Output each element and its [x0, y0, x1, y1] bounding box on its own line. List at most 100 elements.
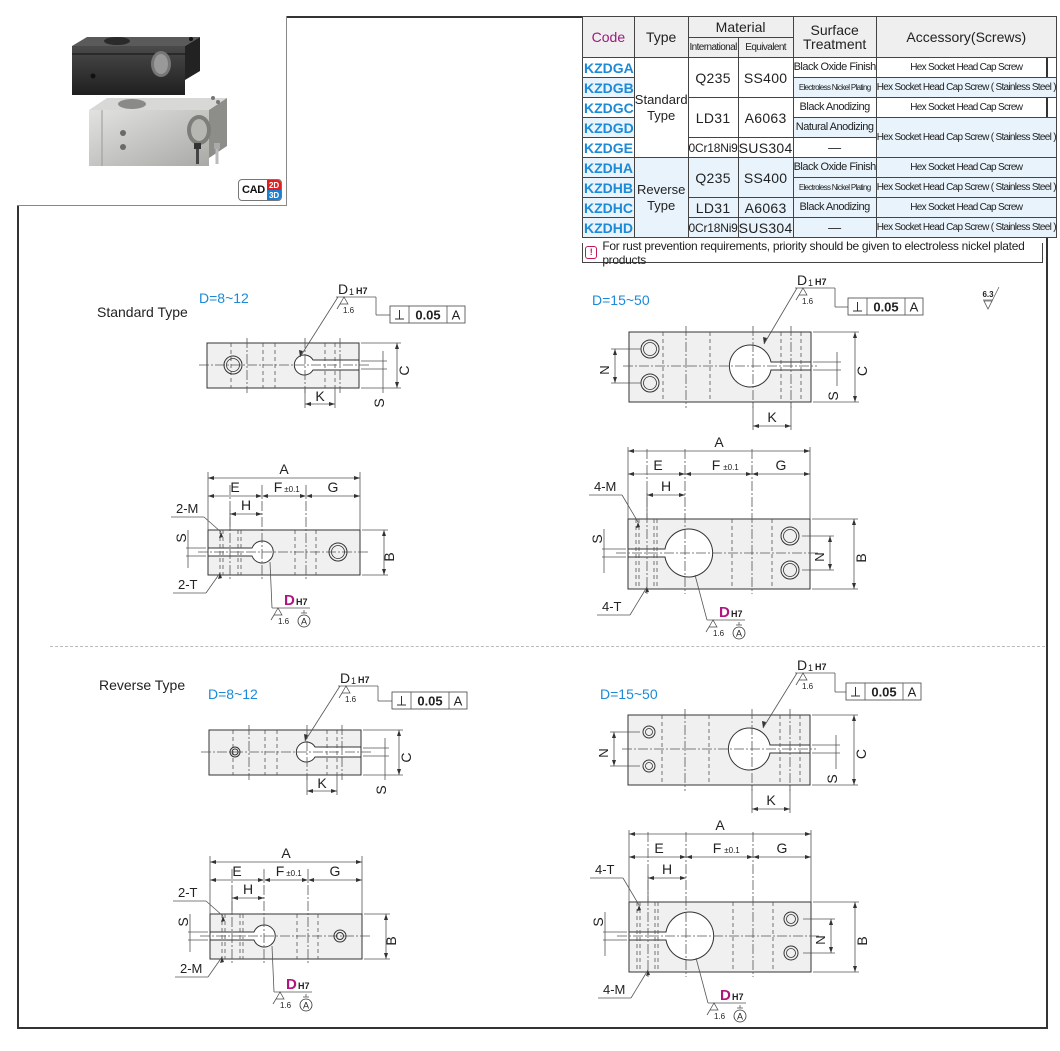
accessory-cell: Hex Socket Head Cap Screw ( Stainless St…: [875, 177, 1057, 198]
table-row: KZDHA Reverse Type Q235 SS400 Black Oxid…: [582, 157, 1057, 238]
bolt-hole-inner: [226, 358, 240, 372]
note-label: 2-M: [176, 501, 198, 516]
code-cell[interactable]: KZDHC: [582, 197, 635, 218]
d1-subscript: 1: [808, 663, 813, 673]
note-label: 2-T: [178, 885, 198, 900]
header-accessory: Accessory(Screws): [875, 16, 1057, 58]
surface-cell: Black Oxide Finish: [792, 57, 877, 78]
tolerance-datum: A: [452, 308, 461, 323]
code-cell[interactable]: KZDHB: [582, 177, 635, 198]
note-label: 4-M: [594, 479, 616, 494]
arrowhead: [686, 855, 692, 859]
accessory-cell: Hex Socket Head Cap Screw ( Stainless St…: [875, 117, 1057, 158]
code-cell[interactable]: KZDGA: [582, 57, 635, 78]
table-row: KZDHD 0Cr18Ni9 SUS304 — Hex Socket Head …: [582, 217, 1057, 238]
material-international-cell: LD31: [687, 197, 739, 218]
dim-c: C: [398, 752, 414, 762]
standard-small-top-view: CSK: [199, 338, 412, 408]
h7-label: H7: [358, 675, 370, 685]
cad-2d-3d-badge[interactable]: CAD 2D 3D: [238, 179, 282, 201]
arrowhead: [395, 382, 399, 388]
dim-s: S: [173, 533, 189, 542]
arrowhead: [356, 878, 362, 882]
arrowhead: [256, 512, 262, 516]
arrowhead: [804, 449, 810, 453]
dim-c: C: [396, 365, 412, 375]
arrowhead: [305, 402, 311, 406]
bolt-hole-icon: [328, 542, 348, 562]
silver-clamp-block: [89, 96, 227, 166]
material-international-cell: 0Cr18Ni9: [687, 137, 739, 158]
code-cell[interactable]: KZDHD: [582, 217, 635, 238]
dim-f-tolerance: ±0.1: [286, 869, 302, 878]
block-outline: [208, 729, 362, 776]
arrowhead: [613, 377, 617, 383]
code-cell[interactable]: KZDGB: [582, 77, 635, 98]
code-cell[interactable]: KZDGC: [582, 97, 635, 118]
bolt-hole-inner: [643, 376, 657, 390]
arrowhead: [384, 953, 388, 959]
arrowhead: [805, 832, 811, 836]
arrowhead: [354, 494, 360, 498]
arrowhead: [629, 832, 635, 836]
datum-circle: [297, 614, 311, 628]
roughness-value: 1.6: [802, 297, 814, 306]
dim-a: A: [714, 434, 724, 450]
clamp-bore-with-slot: [295, 741, 362, 763]
surface-cell: Electroless Nickel Plating: [792, 177, 877, 198]
material-equivalent-cell: SS400: [737, 157, 794, 198]
note-arrow: [646, 970, 650, 976]
hex-screws: [194, 143, 220, 164]
roughness-symbol-icon: [709, 1002, 719, 1011]
table-row: KZDHC LD31 A6063 Black Anodizing Hex Soc…: [582, 197, 1057, 218]
dim-a: A: [279, 461, 289, 477]
roughness-tail: [336, 303, 341, 310]
header-material: Material: [687, 16, 794, 38]
dim-e: E: [654, 840, 663, 856]
spec-table: Code Type Material Surface Treatment Acc…: [582, 16, 1057, 238]
type-cell: Reverse Type: [633, 157, 689, 238]
arrowhead: [230, 512, 236, 516]
arrowhead: [753, 855, 759, 859]
leader-arrow: [762, 721, 766, 728]
arrowhead: [258, 896, 264, 900]
roughness-symbol-icon: [798, 672, 808, 681]
note-arrow: [219, 532, 223, 538]
leader-arrow: [304, 734, 308, 741]
arrowhead: [612, 732, 616, 738]
leader-line: [695, 957, 709, 1004]
arrowhead: [828, 564, 832, 570]
arrowhead: [647, 493, 653, 497]
note-leader: [621, 494, 639, 523]
surface-finish-value: 6.3: [982, 290, 994, 299]
arrowhead: [628, 472, 634, 476]
arrowhead: [852, 583, 856, 589]
clamp-bore-with-slot: [293, 354, 360, 376]
roughness-symbol-icon: [275, 991, 285, 1000]
dim-e: E: [232, 863, 241, 879]
section-divider: [50, 646, 1045, 647]
dim-h: H: [243, 881, 253, 897]
reverse-type-title: Reverse Type: [99, 677, 186, 693]
clamp-bore-with-slot: [207, 540, 274, 564]
surface-finish-triangle-icon: [983, 300, 993, 310]
h7-label: H7: [356, 286, 368, 296]
bolt-hole-icon: [783, 911, 799, 927]
warning-icon: !: [585, 246, 598, 259]
arrowhead: [853, 332, 857, 338]
dim-b: B: [853, 553, 869, 562]
arrowhead: [680, 876, 686, 880]
dim-k: K: [315, 388, 325, 404]
note-leader: [205, 572, 221, 594]
arrowhead: [262, 494, 268, 498]
datum-letter: A: [737, 1012, 743, 1022]
code-cell[interactable]: KZDHA: [582, 157, 635, 178]
dim-g: G: [330, 863, 341, 879]
arrowhead: [852, 519, 856, 525]
arrowhead: [382, 569, 386, 575]
